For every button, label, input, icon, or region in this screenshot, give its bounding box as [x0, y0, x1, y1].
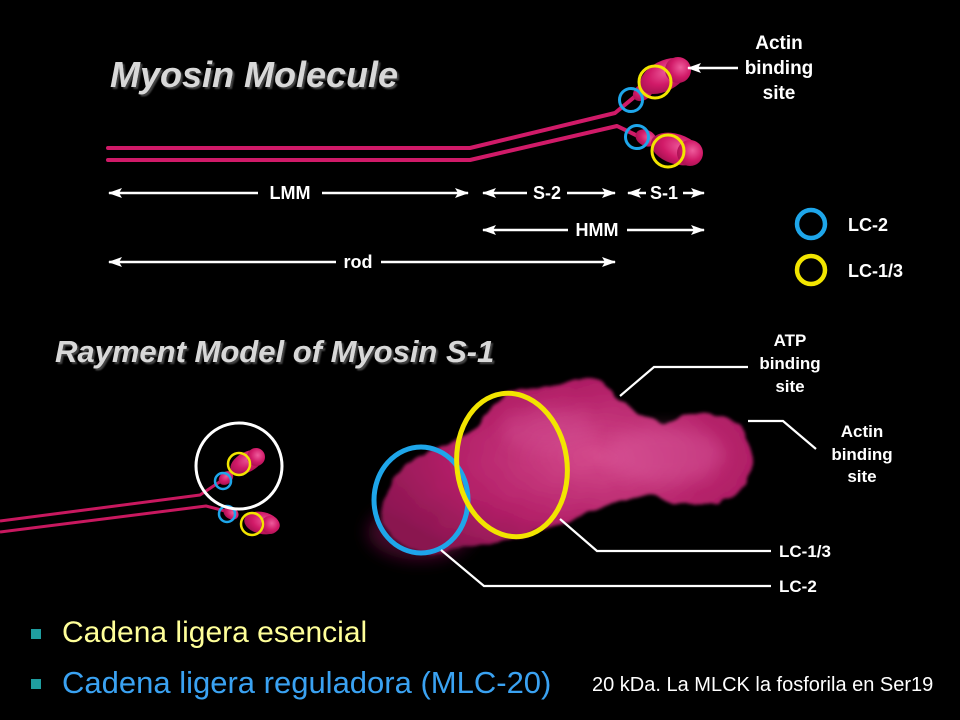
model-lc13-label: LC-1/3 [779, 542, 831, 561]
model-actin-label-line3: site [847, 467, 876, 486]
legend-lc13-label: LC-1/3 [848, 261, 903, 281]
myosin-head-upper [618, 57, 691, 113]
lc13-leader [559, 518, 771, 553]
model-lc2-label: LC-2 [779, 577, 817, 596]
legend-lc2-label: LC-2 [848, 215, 888, 235]
rayment-model-title: Rayment Model of Myosin S-1 [55, 334, 494, 369]
bullet-marker-1 [31, 629, 41, 639]
lc2-ring-upper [618, 87, 644, 113]
s1-highlight-circle [194, 421, 284, 511]
segment-rod: rod [108, 252, 616, 272]
lc13-ring-lower [650, 133, 686, 169]
segment-lmm-label: LMM [270, 183, 311, 203]
s1-head-model [368, 377, 752, 560]
segment-s2: S-2 [482, 183, 616, 203]
bullet-essential-light-chain: Cadena ligera esencial [62, 616, 368, 649]
model-actin-label-line1: Actin [841, 422, 884, 441]
legend-lc2-swatch [794, 207, 828, 241]
small-myosin-molecule [0, 421, 284, 537]
lc13-ring-model [454, 390, 570, 540]
model-actin-label-line2: binding [831, 445, 892, 464]
heavy-chain-tail-upper [106, 92, 640, 150]
lc2-ring-lower [624, 124, 650, 150]
atp-site-leader [619, 365, 748, 397]
legend-lc13-swatch [794, 253, 828, 287]
bullet-marker-2 [31, 679, 41, 689]
atp-binding-label-line3: site [775, 377, 804, 396]
segment-hmm-label: HMM [576, 220, 619, 240]
atp-binding-label-line2: binding [759, 354, 820, 373]
heavy-chain-tail-lower [106, 124, 646, 162]
myosin-molecule-title: Myosin Molecule [110, 54, 398, 95]
myosin-head-lower [624, 124, 703, 169]
actin-binding-label-line1: Actin [755, 33, 803, 54]
actin-binding-label-line2: binding [745, 58, 814, 79]
segment-s1-label: S-1 [650, 183, 678, 203]
bullet-regulatory-light-chain: Cadena ligera reguladora (MLC-20) [62, 665, 552, 700]
segment-lmm: LMM [108, 183, 469, 203]
bullet-regulatory-note: 20 kDa. La MLCK la fosforila en Ser19 [592, 674, 934, 696]
legend: LC-2 LC-1/3 [794, 207, 903, 287]
actin-site-leader [748, 419, 817, 450]
myosin-molecule [106, 57, 703, 169]
segment-s1: S-1 [627, 183, 705, 203]
lc2-leader [440, 549, 771, 588]
segment-s2-label: S-2 [533, 183, 561, 203]
lc13-ring-upper [637, 64, 673, 100]
segment-hmm: HMM [482, 220, 705, 240]
segment-rod-label: rod [344, 252, 373, 272]
atp-binding-label-line1: ATP [774, 331, 807, 350]
actin-binding-label-line3: site [763, 83, 796, 104]
